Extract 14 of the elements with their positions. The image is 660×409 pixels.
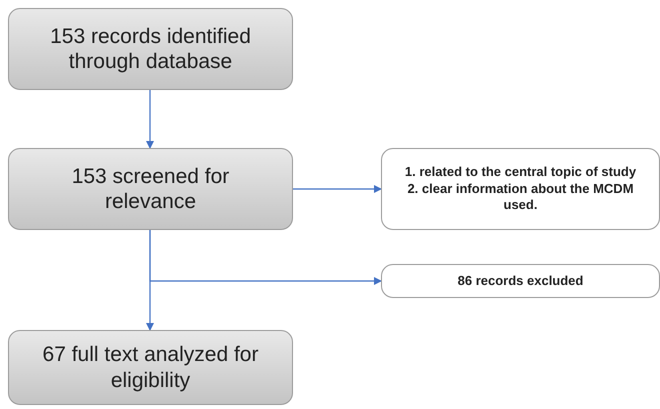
criteria-box <box>381 148 660 230</box>
arrow <box>293 185 382 193</box>
exclusion-box <box>381 264 660 298</box>
arrow <box>146 90 154 149</box>
process-box <box>8 8 293 90</box>
arrow <box>149 230 382 285</box>
node-text: 86 records excluded <box>458 272 584 290</box>
node-text: 153 screened for relevance <box>70 164 230 214</box>
process-box <box>8 148 293 230</box>
node-text: 153 records identified through database <box>49 24 252 74</box>
node-text: 1. related to the central topic of study <box>404 164 636 181</box>
node-text: 67 full text analyzed for eligibility <box>42 342 260 393</box>
node-text: 2. clear information about the MCDM used. <box>406 180 635 214</box>
process-box <box>8 330 293 405</box>
